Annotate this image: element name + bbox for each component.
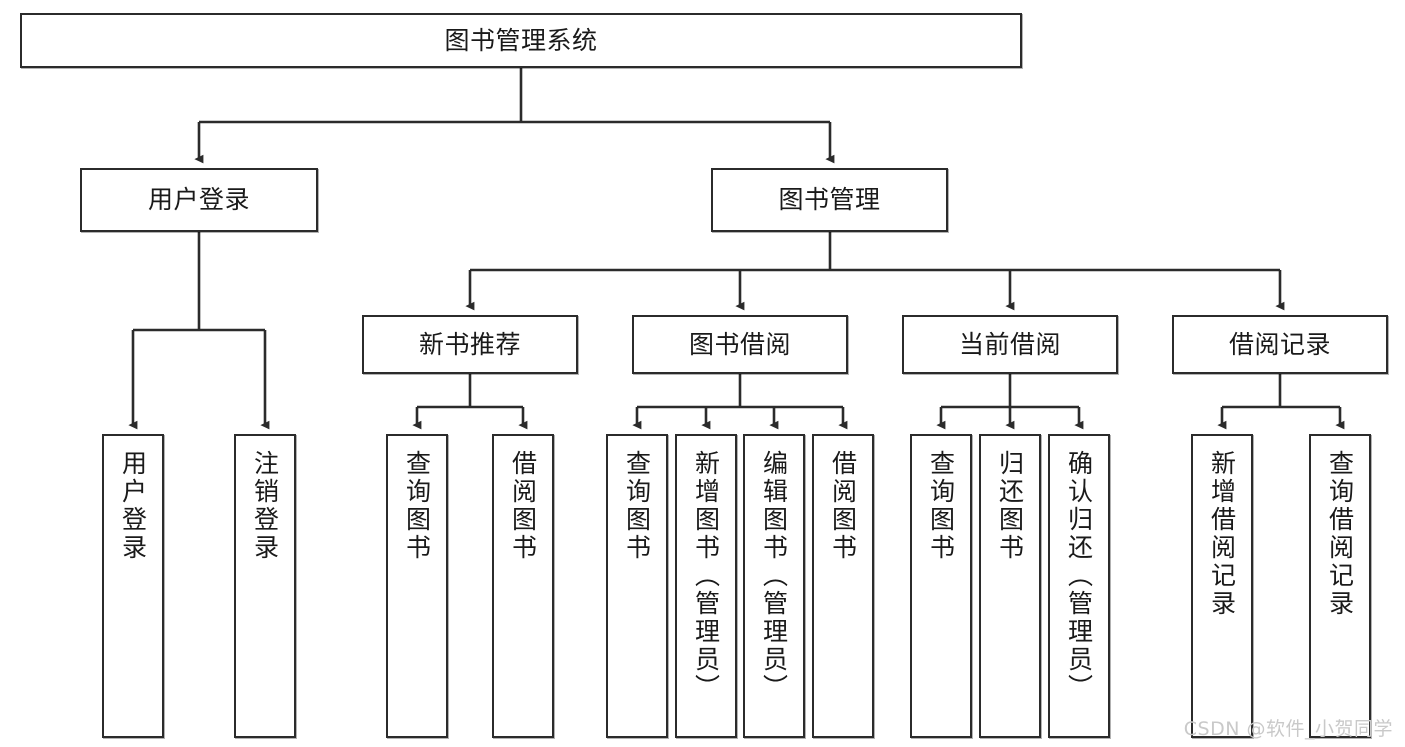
leaf-logout[interactable]: 注销登录 [234,434,296,738]
csdn-watermark: CSDN @软件_小贺同学 [1183,718,1393,740]
node-label: 图书借阅 [688,329,791,359]
leaf-query-book-current[interactable]: 查询图书 [910,434,972,738]
node-root-system[interactable]: 图书管理系统 [20,13,1022,68]
node-label: 新增图书（管理员） [691,450,721,702]
node-label: 查询图书 [402,450,432,562]
node-current-borrow[interactable]: 当前借阅 [902,315,1118,374]
node-label: 编辑图书（管理员） [759,450,789,702]
leaf-add-borrow-record[interactable]: 新增借阅记录 [1191,434,1253,738]
leaf-borrow-book[interactable]: 借阅图书 [812,434,874,738]
node-label: 新书推荐 [418,329,521,359]
node-label: 当前借阅 [958,329,1061,359]
leaf-edit-book-admin[interactable]: 编辑图书（管理员） [743,434,805,738]
leaf-borrow-book-recommend[interactable]: 借阅图书 [492,434,554,738]
node-label: 确认归还（管理员） [1064,450,1094,702]
leaf-return-book[interactable]: 归还图书 [979,434,1041,738]
node-label: 图书管理系统 [444,25,598,55]
node-new-book-recommend[interactable]: 新书推荐 [362,315,578,374]
node-book-borrow[interactable]: 图书借阅 [632,315,848,374]
node-label: 查询图书 [622,450,652,562]
node-book-management[interactable]: 图书管理 [711,168,948,232]
leaf-user-login[interactable]: 用户登录 [102,434,164,738]
node-borrow-records[interactable]: 借阅记录 [1172,315,1388,374]
node-label: 查询借阅记录 [1325,450,1355,618]
node-label: 新增借阅记录 [1207,450,1237,618]
node-label: 借阅记录 [1228,329,1331,359]
node-label: 用户登录 [147,185,250,215]
node-label: 查询图书 [926,450,956,562]
node-label: 图书管理 [778,185,881,215]
leaf-confirm-return-admin[interactable]: 确认归还（管理员） [1048,434,1110,738]
leaf-add-book-admin[interactable]: 新增图书（管理员） [675,434,737,738]
node-label: 注销登录 [250,450,280,562]
leaf-query-book-recommend[interactable]: 查询图书 [386,434,448,738]
leaf-query-borrow-record[interactable]: 查询借阅记录 [1309,434,1371,738]
node-user-login[interactable]: 用户登录 [80,168,318,232]
node-label: 借阅图书 [828,450,858,562]
node-label: 归还图书 [995,450,1025,562]
node-label: 借阅图书 [508,450,538,562]
node-label: 用户登录 [118,450,148,562]
leaf-query-book-borrow[interactable]: 查询图书 [606,434,668,738]
